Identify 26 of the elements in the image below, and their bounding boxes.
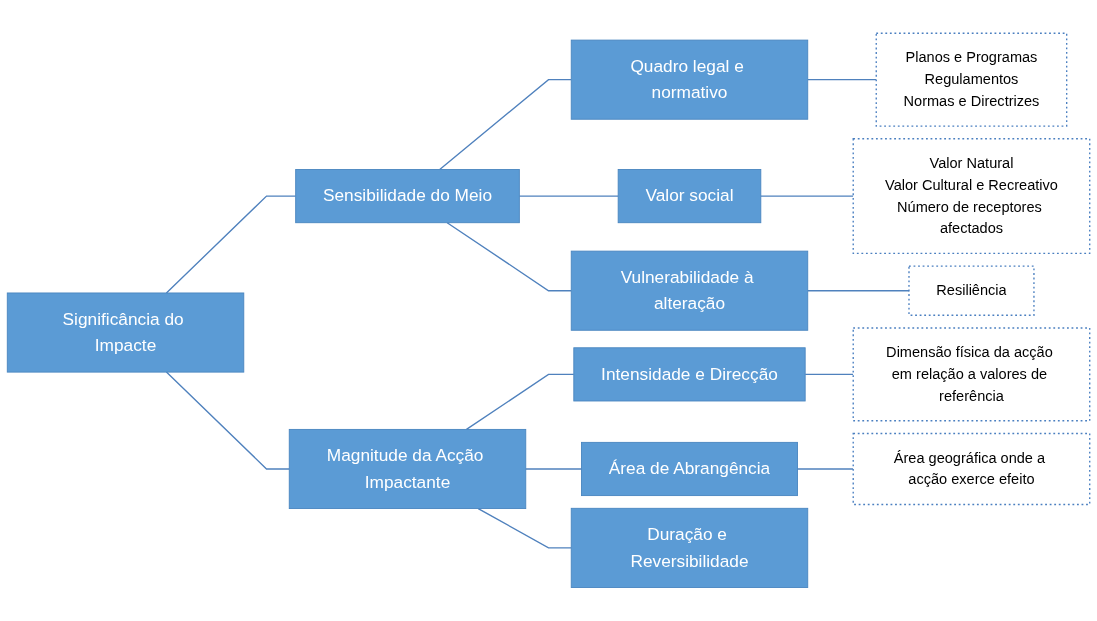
node-box: Resiliência	[908, 265, 1035, 317]
node-box: Magnitude da Acção Impactante	[288, 429, 527, 510]
connector	[760, 195, 854, 197]
connector	[796, 468, 854, 470]
connector	[446, 222, 572, 292]
node-box: Área de Abrangência	[581, 442, 798, 497]
node-box: Vulnerabilidade à alteração	[570, 250, 809, 331]
connector	[465, 373, 575, 431]
node-box: Planos e Programas Regulamentos Normas e Directrizes	[875, 32, 1068, 127]
connector	[477, 508, 572, 549]
connector	[804, 373, 854, 376]
node-box: Significância do Impacte	[6, 292, 245, 373]
node-box: Sensibilidade do Meio	[295, 169, 520, 224]
node-box: Intensidade e Direcção	[573, 347, 806, 402]
connector	[525, 468, 583, 470]
node-box: Valor social	[617, 169, 762, 224]
node-box: Dimensão física da acção em relação a valores de referência	[852, 327, 1091, 422]
node-box: Área geográfica onde a acção exerce efeito	[852, 432, 1091, 506]
connector	[165, 195, 297, 294]
connector	[807, 79, 877, 81]
connector	[518, 195, 619, 197]
node-box: Valor Natural Valor Cultural e Recreativo Número de receptores afectados	[852, 138, 1091, 255]
connector	[439, 79, 572, 171]
node-box: Duração e Reversibilidade	[570, 508, 809, 589]
connector	[165, 371, 290, 470]
node-box: Quadro legal e normativo	[570, 39, 809, 120]
